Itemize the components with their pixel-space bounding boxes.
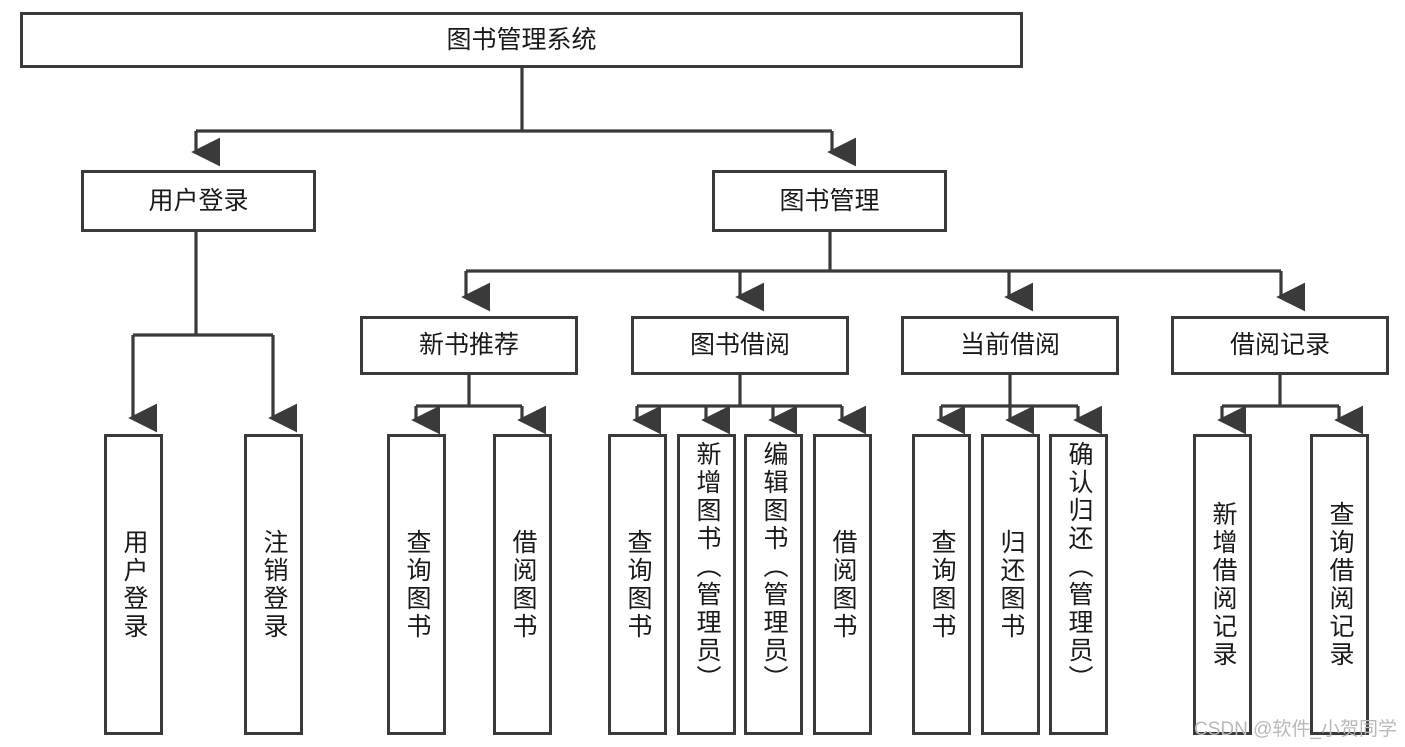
leaf-edit-book-admin[interactable]: 编辑图书（管理员） <box>744 434 803 735</box>
node-borrow-record[interactable]: 借阅记录 <box>1171 316 1389 375</box>
node-label: 新增借阅记录 <box>1209 500 1237 669</box>
node-label: 归还图书 <box>997 528 1025 641</box>
leaf-query-book-newbook[interactable]: 查询图书 <box>387 434 446 735</box>
leaf-return-book[interactable]: 归还图书 <box>981 434 1040 735</box>
node-label: 新书推荐 <box>418 331 519 360</box>
node-book-borrow[interactable]: 图书借阅 <box>631 316 849 375</box>
node-new-book-recommend[interactable]: 新书推荐 <box>360 316 578 375</box>
node-label: 查询借阅记录 <box>1326 500 1354 669</box>
node-label: 查询图书 <box>624 528 652 641</box>
node-current-borrow[interactable]: 当前借阅 <box>901 316 1119 375</box>
leaf-query-book-current[interactable]: 查询图书 <box>912 434 971 735</box>
node-user-login[interactable]: 用户登录 <box>81 170 316 232</box>
node-label: 用户登录 <box>148 186 249 215</box>
node-label: 用户登录 <box>120 528 148 641</box>
node-label: 图书管理 <box>779 186 880 215</box>
node-book-management[interactable]: 图书管理 <box>712 170 947 232</box>
node-root-system[interactable]: 图书管理系统 <box>20 12 1023 68</box>
node-label: 借阅图书 <box>829 528 857 641</box>
leaf-borrow-book[interactable]: 借阅图书 <box>813 434 872 735</box>
csdn-watermark: CSDN @软件_小贺同学 <box>1194 719 1397 740</box>
node-label: 查询图书 <box>928 528 956 641</box>
leaf-query-book-borrow[interactable]: 查询图书 <box>608 434 667 735</box>
node-label: 编辑图书（管理员） <box>760 441 788 693</box>
node-label: 注销登录 <box>260 528 288 641</box>
node-label: 当前借阅 <box>959 331 1060 360</box>
leaf-logout[interactable]: 注销登录 <box>244 434 303 735</box>
node-label: 新增图书（管理员） <box>693 441 721 693</box>
node-label: 确认归还（管理员） <box>1065 441 1093 693</box>
leaf-confirm-return-admin[interactable]: 确认归还（管理员） <box>1049 434 1108 735</box>
leaf-user-login[interactable]: 用户登录 <box>104 434 163 735</box>
node-label: 借阅图书 <box>509 528 537 641</box>
leaf-query-borrow-record[interactable]: 查询借阅记录 <box>1310 434 1369 735</box>
leaf-add-borrow-record[interactable]: 新增借阅记录 <box>1193 434 1252 735</box>
leaf-borrow-book-newbook[interactable]: 借阅图书 <box>493 434 552 735</box>
node-label: 图书管理系统 <box>446 25 597 54</box>
node-label: 借阅记录 <box>1229 331 1330 360</box>
node-label: 图书借阅 <box>689 331 790 360</box>
node-label: 查询图书 <box>403 528 431 641</box>
leaf-add-book-admin[interactable]: 新增图书（管理员） <box>677 434 736 735</box>
